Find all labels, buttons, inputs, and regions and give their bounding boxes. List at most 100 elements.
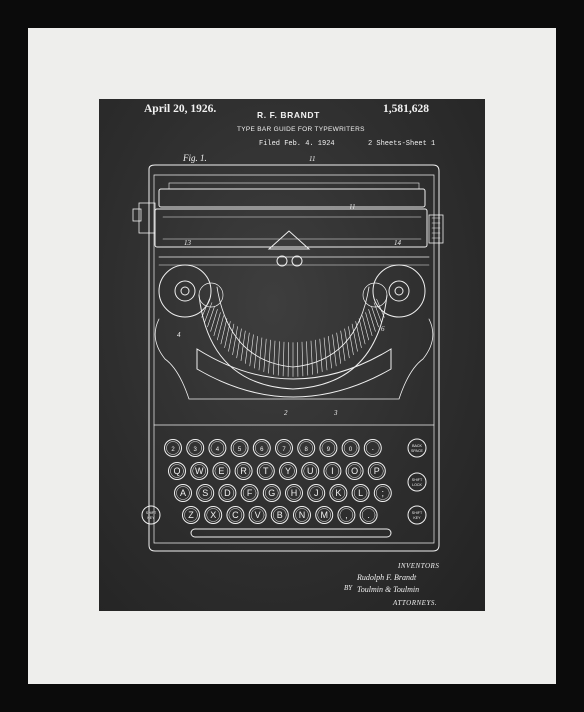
key-label: 0 xyxy=(349,447,353,453)
svg-text:3: 3 xyxy=(333,409,338,417)
key-cap xyxy=(373,484,392,502)
key-label: K xyxy=(335,488,341,498)
type-basket xyxy=(196,286,392,398)
key-cap xyxy=(359,506,378,524)
key-cap xyxy=(262,484,281,502)
key-rim xyxy=(347,464,362,478)
svg-text:4: 4 xyxy=(177,331,181,339)
typebar xyxy=(301,341,304,377)
key-rim xyxy=(255,441,269,455)
key-label: A xyxy=(180,488,186,498)
patent-sheets: 2 Sheets-Sheet 1 xyxy=(368,140,436,148)
key-rim xyxy=(265,486,279,500)
typebar xyxy=(277,341,280,376)
key-cap xyxy=(174,484,192,502)
key-cap xyxy=(226,506,245,524)
key-cap xyxy=(279,462,297,480)
key-cap xyxy=(186,439,205,457)
key-rim xyxy=(210,441,225,455)
typebar xyxy=(315,339,318,374)
typebar xyxy=(236,328,242,359)
key-cap xyxy=(337,506,356,524)
carriage xyxy=(132,182,444,248)
key-rim xyxy=(370,464,384,478)
key-cap xyxy=(293,506,311,524)
typebar xyxy=(323,337,328,371)
key-label: U xyxy=(307,466,314,476)
key-cap xyxy=(345,462,364,480)
key-label: . xyxy=(367,510,370,520)
key-rim xyxy=(192,464,206,478)
typebar xyxy=(263,338,267,373)
special-key xyxy=(141,505,161,525)
key-cap xyxy=(248,506,267,524)
inventor-signature: Rudolph F. Brandt xyxy=(357,573,417,582)
key-cap xyxy=(285,484,303,502)
special-key-label: SHIFT xyxy=(412,478,423,482)
typebar xyxy=(201,298,210,318)
key-rim xyxy=(366,441,380,455)
typebar xyxy=(328,336,332,369)
key-label: O xyxy=(351,466,358,476)
special-key xyxy=(407,438,427,458)
key-label: N xyxy=(299,510,306,520)
patent-filed-date: Filed Feb. 4. 1924 xyxy=(259,140,335,148)
key-cap xyxy=(307,484,326,502)
key-rim xyxy=(277,441,291,455)
special-key-label: LOCK xyxy=(412,483,422,487)
typebar xyxy=(362,315,370,341)
key-rim xyxy=(273,508,287,522)
key-rim xyxy=(250,508,265,522)
key-rim xyxy=(259,464,273,478)
key-cap xyxy=(367,462,386,480)
typebar xyxy=(224,321,231,348)
typebar xyxy=(273,340,276,375)
chalkboard-print: April 20, 1926. R. F. BRANDT 1,581,628 T… xyxy=(99,99,485,611)
svg-text:14: 14 xyxy=(394,239,402,247)
special-key-label: KEY xyxy=(413,516,421,520)
special-key-label: KEY xyxy=(147,516,155,520)
special-key-label: SHIFT xyxy=(146,511,157,515)
key-label: 4 xyxy=(216,447,220,453)
key-cap xyxy=(204,506,223,524)
attorney-signature: Toulmin & Toulmin xyxy=(357,585,420,594)
key-rim xyxy=(287,486,301,500)
key-rim xyxy=(228,508,243,522)
typebar xyxy=(373,302,382,323)
key-label: T xyxy=(263,466,269,476)
key-rim xyxy=(295,508,309,522)
key-label: J xyxy=(314,488,319,498)
key-cap xyxy=(196,484,215,502)
key-cap xyxy=(252,439,271,457)
special-key xyxy=(407,505,427,525)
typebar xyxy=(336,332,341,364)
key-label: G xyxy=(268,488,275,498)
key-label: P xyxy=(374,466,380,476)
key-cap xyxy=(256,462,275,480)
key-cap xyxy=(315,506,334,524)
typebar xyxy=(254,336,258,369)
key-label: L xyxy=(358,488,363,498)
key-cap xyxy=(234,462,253,480)
ribbon-spools xyxy=(158,264,426,318)
svg-text:11: 11 xyxy=(349,203,355,211)
key-rim xyxy=(361,508,376,522)
key-rim xyxy=(281,464,295,478)
typebar xyxy=(207,305,215,328)
typebar xyxy=(268,339,271,374)
type-bar-guide xyxy=(158,230,430,267)
key-cap xyxy=(301,462,320,480)
typewriter-case xyxy=(148,164,440,552)
key-rim xyxy=(303,464,317,478)
key-cap xyxy=(190,462,209,480)
typebar xyxy=(204,302,213,323)
key-label: Y xyxy=(285,466,291,476)
typebar xyxy=(306,341,309,376)
key-label: F xyxy=(247,488,253,498)
inventors-label: INVENTORS xyxy=(398,562,440,570)
typebar xyxy=(376,298,385,318)
key-rim xyxy=(236,464,251,478)
patent-inventor: R. F. BRANDT xyxy=(257,110,320,120)
